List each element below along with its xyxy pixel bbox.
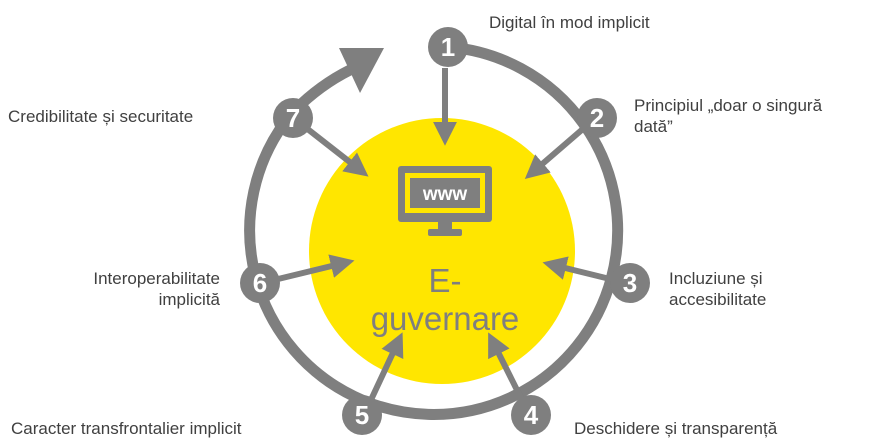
center-title-line2: guvernare (370, 300, 520, 337)
ring-arrow-head (339, 48, 384, 93)
marker-2: 2 (577, 98, 617, 138)
label-principle-2: Principiul „doar o singură dată” (634, 95, 822, 137)
marker-7: 7 (273, 98, 313, 138)
label-principle-2-line1: Principiul „doar o singură (634, 96, 823, 115)
label-principle-6-line2: implicită (158, 290, 220, 309)
marker-1: 1 (428, 27, 468, 67)
marker-2-number: 2 (590, 103, 604, 133)
marker-3: 3 (610, 263, 650, 303)
marker-5-number: 5 (355, 400, 369, 430)
arrow-5 (367, 332, 404, 404)
marker-3-number: 3 (623, 268, 637, 298)
marker-7-number: 7 (286, 103, 300, 133)
label-principle-1: Digital în mod implicit (489, 13, 650, 32)
label-principle-2-line2: dată” (634, 117, 673, 136)
marker-4-number: 4 (524, 400, 539, 430)
center-title: E- guvernare (370, 262, 520, 338)
arrow-4 (488, 332, 525, 402)
center-circle (309, 118, 575, 384)
marker-1-number: 1 (441, 32, 455, 62)
arrow-3 (542, 256, 615, 283)
label-principle-6-line1: Interoperabilitate (93, 269, 220, 288)
monitor-text: www (422, 184, 468, 205)
label-principle-7: Credibilitate și securitate (8, 107, 194, 126)
label-principle-6: Interoperabilitate implicită (93, 268, 220, 310)
arrow-6 (273, 254, 355, 283)
label-principle-5: Caracter transfrontalier implicit (11, 419, 242, 438)
center-title-line1: E- (428, 262, 462, 299)
arrow-2 (524, 125, 586, 180)
monitor-icon: www (398, 166, 492, 236)
label-principle-4: Deschidere și transparență (574, 419, 778, 438)
arrow-7 (303, 124, 369, 177)
marker-6-number: 6 (253, 268, 267, 298)
marker-4: 4 (511, 395, 551, 435)
label-principle-3-line1: Incluziune și (669, 269, 763, 288)
marker-6: 6 (240, 263, 280, 303)
label-principle-3-line2: accesibilitate (669, 290, 767, 309)
marker-5: 5 (342, 395, 382, 435)
label-principle-3: Incluziune și accesibilitate (669, 268, 766, 310)
